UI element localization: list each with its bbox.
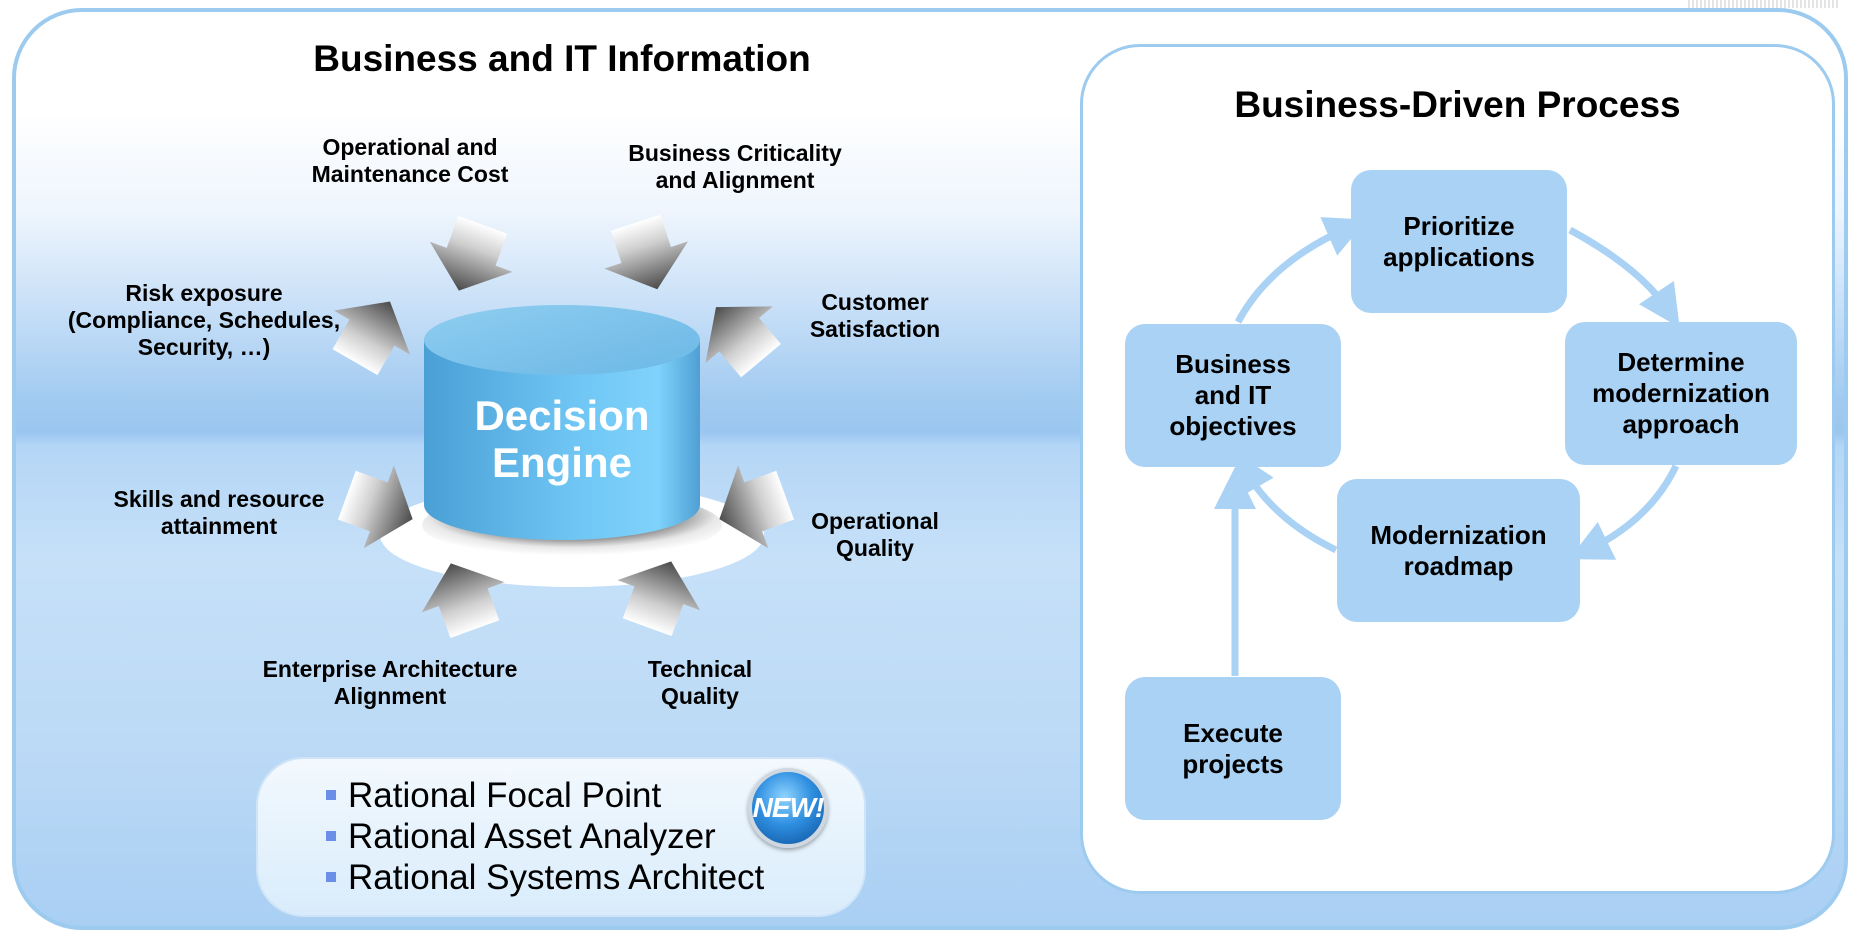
step-prioritize: Prioritize applications xyxy=(1351,170,1567,313)
factor-line: Alignment xyxy=(333,683,447,709)
step-objectives: Business and IT objectives xyxy=(1125,324,1341,467)
factor-line: Customer xyxy=(821,289,929,315)
step-roadmap: Modernization roadmap xyxy=(1337,479,1580,622)
connector-objectives-to-prioritize xyxy=(1234,217,1368,324)
tools-list: Rational Focal Point Rational Asset Anal… xyxy=(326,775,764,898)
factor-line: Enterprise Architecture xyxy=(262,656,518,682)
step-line: Prioritize xyxy=(1403,210,1515,241)
factor-line: Business Criticality xyxy=(628,140,842,166)
factor-line: Risk exposure xyxy=(125,280,283,306)
factor-line: Security, …) xyxy=(137,334,271,360)
decision-engine-label: Decision Engine xyxy=(424,392,700,486)
step-line: modernization xyxy=(1592,378,1770,408)
factor-line: Skills and resource xyxy=(113,486,325,512)
factor-operational-cost: Operational and Maintenance Cost xyxy=(290,134,530,188)
factor-line: Technical xyxy=(647,656,753,682)
step-line: Modernization xyxy=(1370,519,1547,550)
process-panel-title: Business-Driven Process xyxy=(1234,84,1681,125)
arrow-business-criticality xyxy=(604,214,689,290)
factor-line: attainment xyxy=(160,513,278,539)
step-line: Execute xyxy=(1183,717,1283,748)
factor-operational-quality: Operational Quality xyxy=(790,508,960,562)
factor-customer-satisfaction: Customer Satisfaction xyxy=(790,289,960,343)
arrow-enterprise-architecture xyxy=(421,563,505,639)
arrow-skills xyxy=(337,465,413,549)
step-line: roadmap xyxy=(1403,550,1514,581)
new-badge-icon: NEW! xyxy=(748,768,828,848)
step-line: applications xyxy=(1383,241,1535,272)
arrow-risk-exposure xyxy=(332,301,411,376)
connector-roadmap-to-objectives xyxy=(1234,451,1338,554)
tool-item: Rational Focal Point xyxy=(326,775,764,816)
factor-line: Operational xyxy=(811,508,939,534)
arrow-operational-quality xyxy=(719,465,795,549)
step-line: projects xyxy=(1182,748,1284,779)
step-line: and IT xyxy=(1194,380,1272,410)
arrow-operational-cost xyxy=(429,215,513,291)
tool-item: Rational Asset Analyzer xyxy=(326,816,764,857)
step-line: Business xyxy=(1175,349,1291,379)
corner-stamp xyxy=(1688,0,1838,8)
tool-item: Rational Systems Architect xyxy=(326,857,764,898)
factor-line: (Compliance, Schedules, xyxy=(67,307,341,333)
engine-line: Decision xyxy=(474,392,650,439)
connector-prioritize-to-determine xyxy=(1568,226,1680,328)
factor-line: Satisfaction xyxy=(809,316,941,342)
step-execute: Execute projects xyxy=(1125,677,1341,820)
factor-risk-exposure: Risk exposure (Compliance, Schedules, Se… xyxy=(54,280,354,361)
step-line: approach xyxy=(1622,409,1740,439)
factor-technical-quality: Technical Quality xyxy=(620,656,780,710)
factor-line: Quality xyxy=(836,535,914,561)
step-determine: Determine modernization approach xyxy=(1565,322,1797,465)
arrow-customer-satisfaction xyxy=(705,306,781,378)
factor-arrows xyxy=(332,214,795,639)
factor-skills: Skills and resource attainment xyxy=(94,486,344,540)
connector-determine-to-roadmap xyxy=(1569,464,1680,560)
factor-business-criticality: Business Criticality and Alignment xyxy=(610,140,860,194)
engine-line: Engine xyxy=(491,439,632,486)
decision-engine-cylinder xyxy=(424,305,700,540)
arrow-technical-quality xyxy=(617,561,701,637)
step-line: Determine xyxy=(1617,347,1745,377)
factor-enterprise-architecture: Enterprise Architecture Alignment xyxy=(240,656,540,710)
factor-line: Quality xyxy=(661,683,739,709)
left-panel-title: Business and IT Information xyxy=(313,38,811,79)
factor-line: Operational and xyxy=(322,134,498,160)
factor-line: and Alignment xyxy=(655,167,815,193)
step-line: objectives xyxy=(1169,411,1297,441)
factor-line: Maintenance Cost xyxy=(311,161,509,187)
